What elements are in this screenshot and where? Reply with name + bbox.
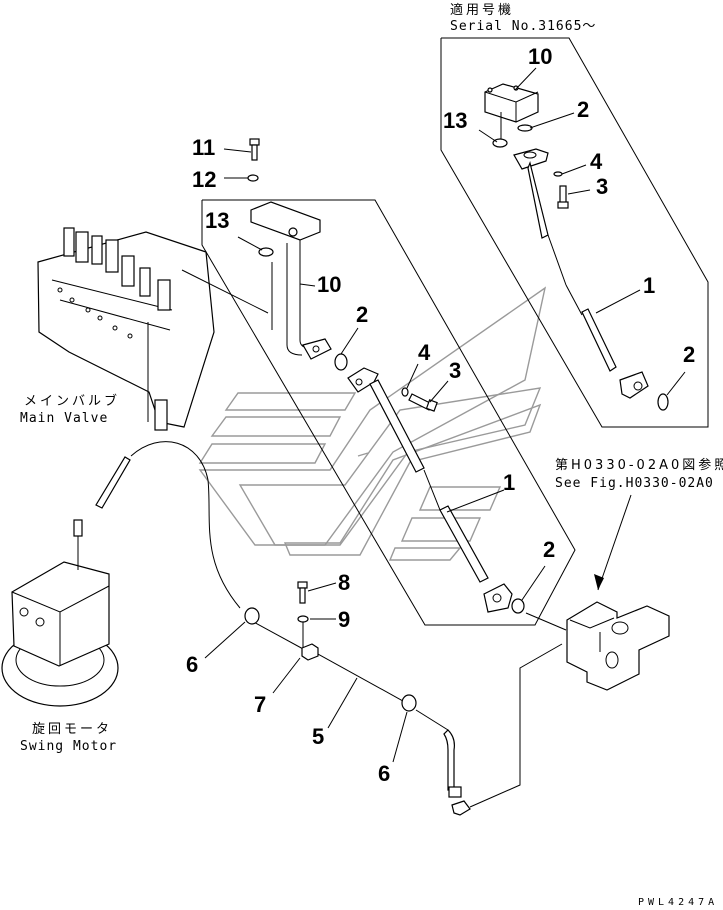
callout-2-bottom: 2 — [543, 537, 555, 562]
oring-part-2-top — [334, 353, 348, 371]
callout-10: 10 — [317, 272, 341, 297]
callout-inset-13: 13 — [443, 108, 467, 133]
watermark-logo — [198, 286, 547, 561]
reference-arrow-head — [594, 574, 604, 590]
callout-8: 8 — [338, 570, 350, 595]
callout-1: 1 — [503, 470, 515, 495]
spacer-part-7 — [301, 643, 319, 661]
washer-part-4 — [401, 387, 409, 397]
reference-arrow-line — [597, 494, 632, 591]
callout-inset-1: 1 — [643, 273, 655, 298]
washer-part-12 — [247, 174, 259, 182]
swing-motor-label-jp: 旋回モータ — [32, 722, 112, 737]
callout-13: 13 — [205, 208, 229, 233]
main-leaders — [223, 148, 546, 601]
callout-inset-4: 4 — [590, 149, 603, 174]
callout-5: 5 — [312, 724, 324, 749]
callout-11: 11 — [192, 135, 215, 160]
swing-motor — [1, 519, 119, 707]
bolt-part-3 — [408, 393, 438, 412]
clamp-part-6-right — [401, 694, 417, 712]
callout-inset-10: 10 — [528, 44, 552, 69]
callout-inset-3: 3 — [596, 174, 608, 199]
callout-7: 7 — [254, 692, 266, 717]
bolt-part-8 — [297, 581, 308, 604]
clamp-part-6-left — [244, 607, 260, 625]
inset-leaders — [478, 67, 686, 396]
inset-block-part-10 — [484, 83, 539, 140]
swing-motor-label-en: Swing Motor — [20, 739, 117, 754]
inset-oring-2-bottom — [657, 393, 669, 411]
oring-part-13 — [258, 247, 274, 257]
callout-4: 4 — [418, 340, 431, 365]
callout-6-left: 6 — [186, 652, 198, 677]
see-fig-jp: 第H0330-02A0図参照 — [555, 457, 723, 473]
callout-inset-2-top: 2 — [577, 97, 589, 122]
main-frame — [201, 199, 576, 626]
callout-2-top: 2 — [356, 302, 368, 327]
applicable-serial-en: Serial No.31665～ — [450, 19, 596, 34]
pipe-part-1 — [347, 367, 513, 613]
callout-12: 12 — [192, 167, 216, 192]
applicable-serial-jp: 適用号機 — [450, 2, 514, 18]
swing-valve-block — [525, 494, 670, 691]
bolt-part-11 — [249, 138, 260, 161]
drawing-number: PWL4247A — [638, 897, 718, 908]
inset-oring-2-top — [517, 124, 533, 132]
inset-washer-4 — [553, 171, 563, 177]
inset-oring-13 — [492, 138, 508, 148]
inset-frame — [440, 37, 709, 428]
callout-9: 9 — [338, 607, 350, 632]
callout-6-right: 6 — [378, 761, 390, 786]
callout-labels: 10 2 13 4 3 1 2 11 12 13 10 2 4 3 1 2 8 … — [186, 44, 695, 786]
washer-part-9 — [297, 615, 309, 623]
main-valve-label-jp: メインバルブ — [24, 393, 120, 409]
callout-3: 3 — [449, 358, 461, 383]
callout-inset-2-bottom: 2 — [683, 342, 695, 367]
hose-part-5 — [95, 441, 563, 816]
hose-leaders — [204, 582, 408, 763]
inset-pipe-part-1 — [513, 148, 649, 399]
main-valve-label-en: Main Valve — [20, 411, 108, 426]
see-fig-en: See Fig.H0330-02A0 — [555, 476, 714, 491]
inset-bolt-part-3 — [557, 185, 569, 209]
oring-part-2-bottom — [511, 598, 525, 614]
block-part-10 — [250, 201, 332, 360]
main-valve — [37, 227, 269, 431]
